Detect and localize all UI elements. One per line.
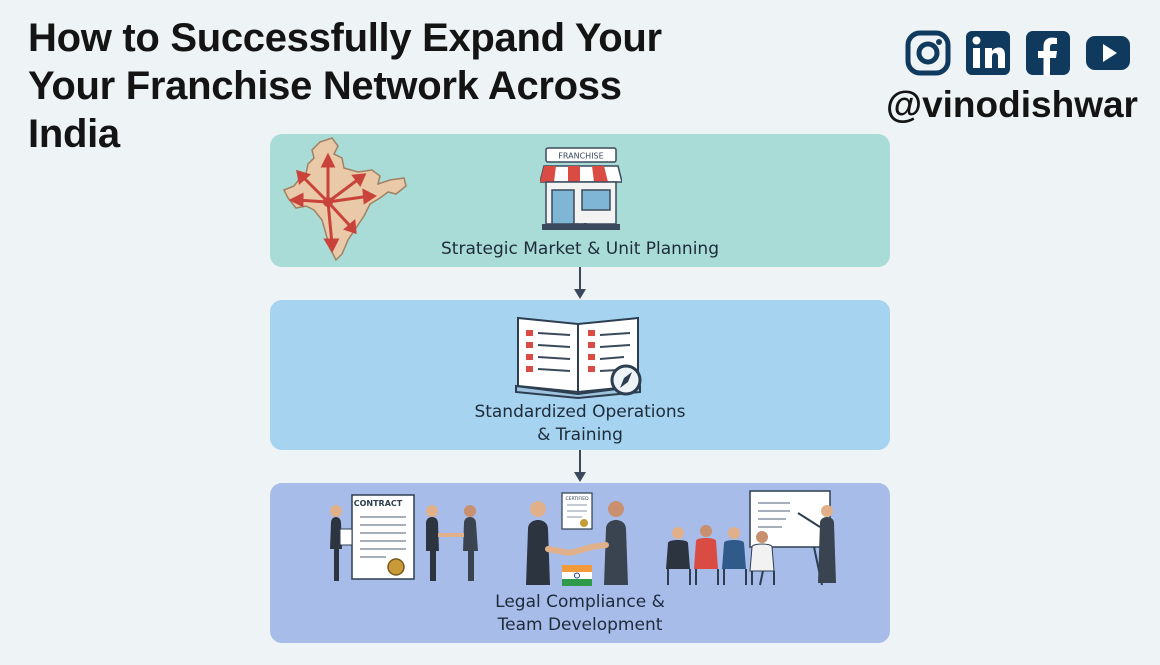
contract-title-text: CONTRACT: [354, 499, 403, 508]
connector-arrow: [574, 267, 586, 299]
social-handle[interactable]: @vinodishwar: [886, 84, 1138, 125]
store-caption: HUB: [571, 222, 589, 231]
step-label-line: Legal Compliance &: [495, 592, 665, 612]
step-legal-compliance: CONTRACT CERTIFIED: [270, 483, 890, 643]
linkedin-icon[interactable]: [965, 30, 1011, 76]
step-standardized-operations: Standardized Operations & Training: [270, 300, 890, 450]
step-label: Standardized Operations & Training: [270, 401, 890, 447]
step-label-line: Team Development: [497, 615, 663, 635]
title-line-1: How to Successfully Expand Your: [28, 16, 662, 60]
step-strategic-planning: FRANCHISE HUB Strategic Market & Unit Pl…: [270, 134, 890, 267]
connector-arrow: [574, 450, 586, 482]
facebook-icon[interactable]: [1025, 30, 1071, 76]
handshake-flag-illustration: CERTIFIED: [526, 492, 628, 586]
franchise-store-icon: FRANCHISE: [540, 147, 622, 230]
training-session-illustration: [666, 490, 836, 586]
india-map-icon: [282, 137, 407, 262]
page-title: How to Successfully Expand Your Your Fra…: [28, 14, 788, 158]
step-label: Legal Compliance & Team Development: [270, 591, 890, 637]
instagram-icon[interactable]: [905, 30, 951, 76]
title-line-3: India: [28, 112, 120, 156]
youtube-icon[interactable]: [1085, 30, 1131, 76]
certificate-title-text: CERTIFIED: [565, 496, 589, 502]
store-sign-text: FRANCHISE: [558, 152, 603, 161]
step-label-line: Standardized Operations: [474, 402, 686, 422]
title-line-2: Your Franchise Network Across: [28, 64, 622, 108]
manual-book-icon: [515, 316, 642, 400]
contract-signing-illustration: CONTRACT: [330, 494, 478, 581]
step-label: Strategic Market & Unit Planning: [270, 238, 890, 261]
step-label-line: Strategic Market & Unit Planning: [441, 239, 719, 259]
step-label-line: & Training: [537, 425, 623, 445]
social-icons: [905, 30, 1131, 76]
